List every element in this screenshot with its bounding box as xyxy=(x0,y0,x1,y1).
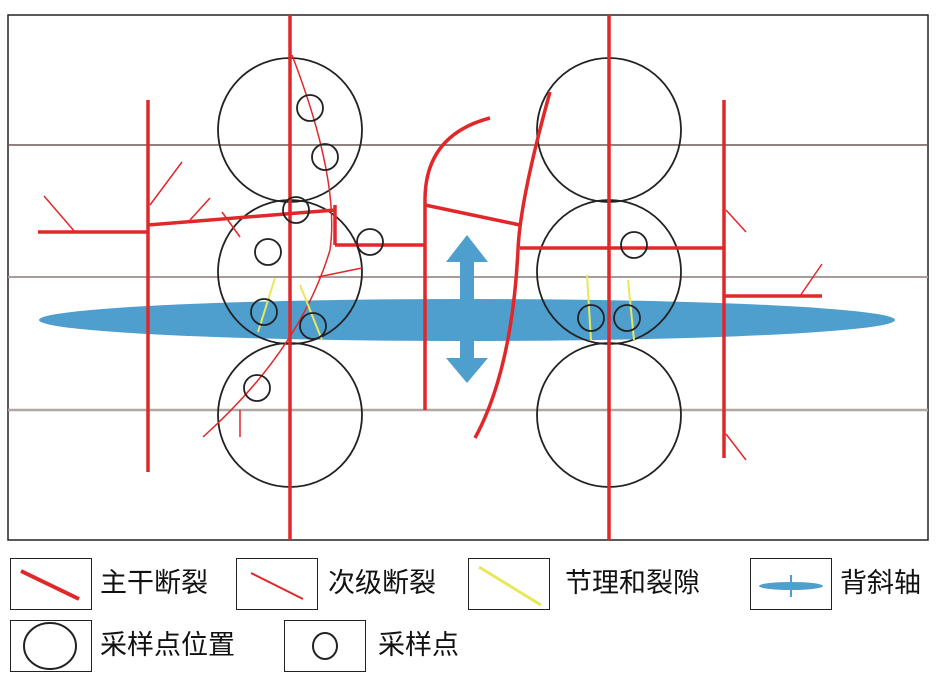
main-fault xyxy=(147,208,336,227)
legend-secondary-fault-icon xyxy=(236,558,318,610)
legend-sampling-location-label: 采样点位置 xyxy=(100,630,235,661)
legend-anticline-icon xyxy=(750,558,832,610)
legend-sampling-point-icon xyxy=(284,620,366,672)
secondary-faults xyxy=(43,54,823,461)
anticline-arrow-icon xyxy=(446,235,488,383)
legend-joints-label: 节理和裂隙 xyxy=(565,568,700,599)
main-faults xyxy=(38,15,822,540)
main-fault xyxy=(473,91,552,439)
legend-main-fault-icon xyxy=(10,558,92,610)
legend-joints-icon xyxy=(468,558,550,610)
sampling-points xyxy=(243,94,648,402)
legend-anticline-label: 背斜轴 xyxy=(840,568,921,599)
legend-sampling-point-label: 采样点 xyxy=(378,630,459,661)
legend-sampling-location-icon xyxy=(10,620,92,672)
legend-secondary-fault-label: 次级断裂 xyxy=(328,568,436,599)
secondary-fault xyxy=(202,54,333,438)
legend-main-fault-label: 主干断裂 xyxy=(100,568,208,599)
main-fault xyxy=(423,116,491,410)
